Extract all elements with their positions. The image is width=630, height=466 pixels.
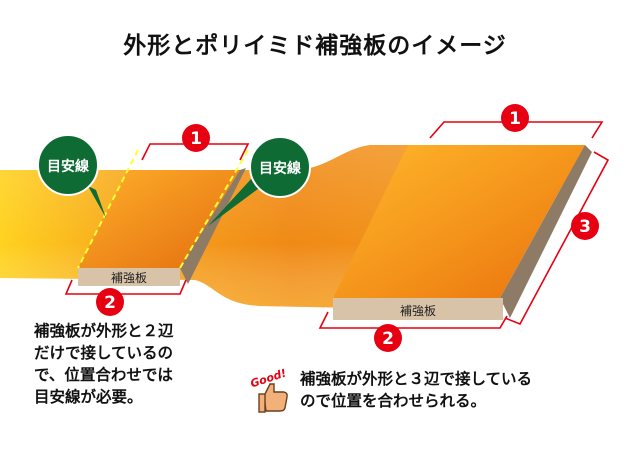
svg-text:1: 1 [509,109,521,129]
right-stiffener-top [333,145,585,298]
right-plate-label: 補強板 [400,304,436,318]
diagram-title: 外形とポリイミド補強板のイメージ [123,33,507,59]
right-marker-side [504,151,610,326]
badge-right-3: 3 [571,212,599,240]
right-stiffener-front [333,298,503,320]
left-stiffener-front [78,268,180,286]
guide-bubble-left: 目安線 [37,134,106,218]
svg-text:目安線: 目安線 [47,158,89,175]
guide-line-right [179,149,249,269]
left-marker-bottom [64,279,187,295]
badge-right-2: 2 [374,324,402,352]
svg-text:2: 2 [104,293,116,313]
thumbs-up-icon [258,383,288,413]
left-stiffener-top [78,170,240,268]
svg-text:2: 2 [382,329,394,349]
badge-right-1: 1 [501,104,529,132]
note-two-edges: 補強板が外形と２辺 だけで接しているの で、位置合わせでは 目安線が必要。 [34,322,174,406]
note-three-edges: 補強板が外形と３辺で接している ので位置を合わせられる。 [300,370,533,410]
guide-bubble-right: 目安線 [208,136,311,226]
left-plate-label: 補強板 [111,271,147,285]
guide-line-left [77,149,139,269]
badge-left-2: 2 [96,288,124,316]
svg-text:3: 3 [579,217,591,237]
svg-text:1: 1 [190,129,202,149]
left-stiffener-side [180,168,246,284]
right-stiffener-side [500,145,592,318]
right-marker-bottom [318,311,508,329]
badge-left-1: 1 [182,124,210,152]
svg-text:目安線: 目安線 [259,160,301,177]
